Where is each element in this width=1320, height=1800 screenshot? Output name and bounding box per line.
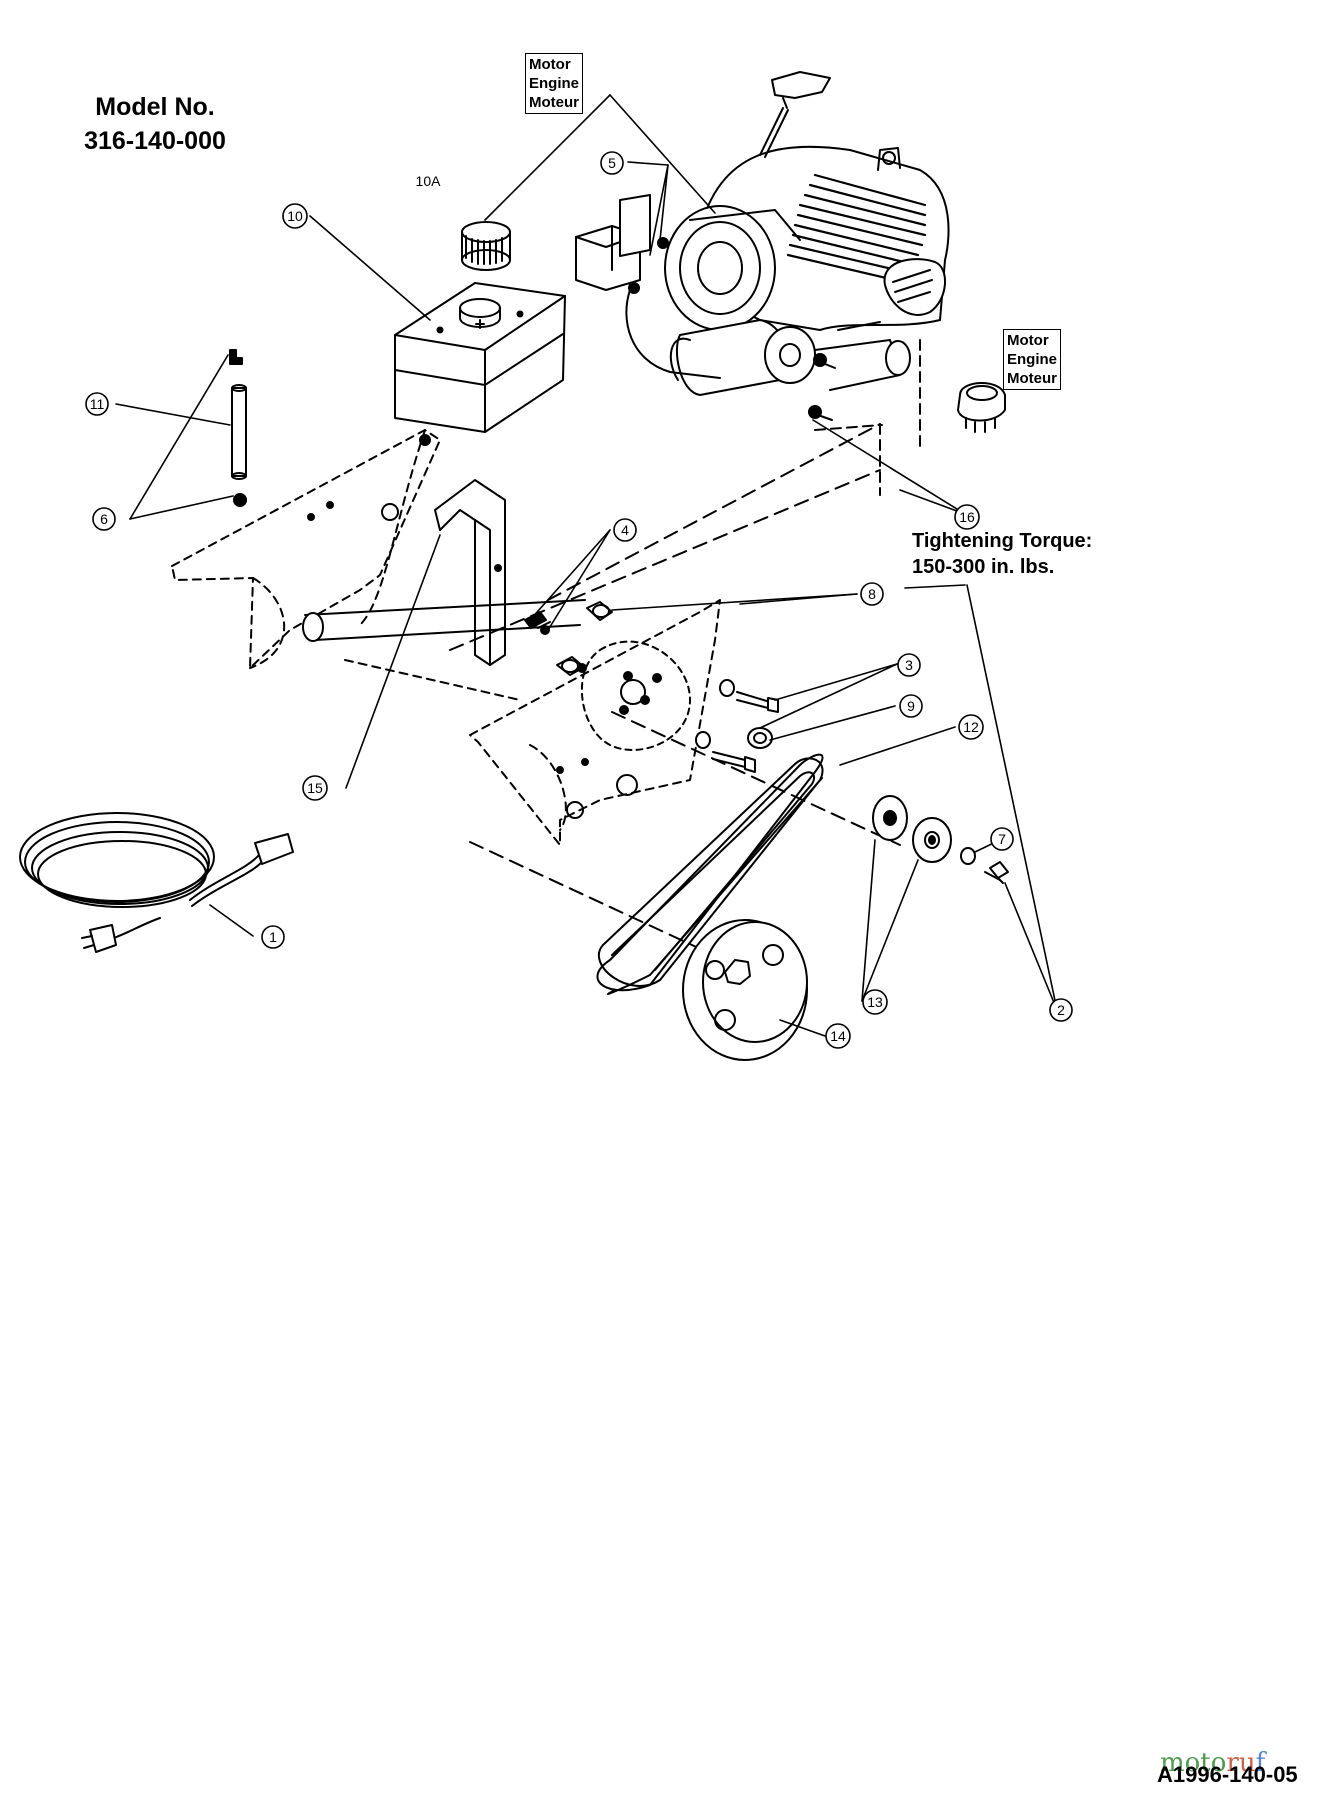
drive-pulley xyxy=(682,919,808,1061)
starter-switch xyxy=(957,382,1006,433)
fuel-tank xyxy=(394,282,566,433)
svg-text:10: 10 xyxy=(287,208,303,224)
callouts: 1 2 3 4 5 6 7 8 9 10 10A 11 12 13 14 15 … xyxy=(85,151,1073,1049)
callout-11: 11 xyxy=(85,392,109,416)
belt-axis-line xyxy=(469,841,736,966)
hex-nut xyxy=(747,727,773,749)
svg-text:9: 9 xyxy=(907,698,915,714)
svg-text:7: 7 xyxy=(998,831,1006,847)
svg-text:11: 11 xyxy=(90,396,105,412)
engine-assembly xyxy=(664,71,950,421)
callout-8: 8 xyxy=(860,582,884,606)
engine-label-right: Motor Engine Moteur xyxy=(1003,329,1062,390)
drive-belt xyxy=(596,753,824,996)
engine-label-right-line-2: Engine xyxy=(1007,351,1058,368)
callout-4: 4 xyxy=(613,518,637,542)
svg-text:6: 6 xyxy=(100,511,108,527)
svg-text:4: 4 xyxy=(621,522,629,538)
engine-mount-line xyxy=(547,423,881,601)
engine-label-right-line-1: Motor xyxy=(1007,332,1049,349)
svg-text:15: 15 xyxy=(307,780,323,796)
leader-lines xyxy=(115,94,1058,1037)
engine-mount-line xyxy=(814,424,883,431)
callout-7: 7 xyxy=(990,827,1014,851)
engine-label-top-line-3: Moteur xyxy=(529,94,579,111)
frame-rivet xyxy=(326,501,334,509)
torque-line-2: 150-300 in. lbs. xyxy=(912,556,1055,578)
watermark-logo: motoruf xyxy=(1160,1748,1265,1778)
spacer-sleeves xyxy=(556,601,613,676)
watermark-part-3: f xyxy=(1255,1748,1266,1778)
callout-10a: 10A xyxy=(416,173,442,189)
left-frame-plate xyxy=(171,429,441,669)
callout-12: 12 xyxy=(958,714,984,740)
callout-14: 14 xyxy=(825,1023,851,1049)
gas-cap xyxy=(461,221,511,271)
lock-washer-and-bolt xyxy=(960,847,1009,884)
pulley-axis-line xyxy=(611,711,901,846)
svg-text:3: 3 xyxy=(905,657,913,673)
engine-mount-line xyxy=(449,469,881,651)
torque-line-1: Tightening Torque: xyxy=(912,530,1093,552)
rod-assembly xyxy=(229,349,247,507)
engine-label-right-line-3: Moteur xyxy=(1007,370,1057,387)
callout-13: 13 xyxy=(862,989,888,1015)
model-label: Model No. xyxy=(95,93,215,121)
svg-text:5: 5 xyxy=(608,155,616,171)
right-mounting-plate xyxy=(469,599,721,846)
svg-text:13: 13 xyxy=(867,994,883,1010)
callout-9: 9 xyxy=(899,694,923,718)
engine-cooling-fins xyxy=(786,173,927,282)
bracket-bolts xyxy=(524,611,551,635)
svg-text:8: 8 xyxy=(868,586,876,602)
watermark-part-2: ru xyxy=(1226,1748,1256,1778)
engine-label-top: Motor Engine Moteur xyxy=(525,53,584,114)
callout-3: 3 xyxy=(897,653,921,677)
engine-label-top-line-2: Engine xyxy=(529,75,580,92)
model-number: 316-140-000 xyxy=(84,127,226,155)
svg-text:14: 14 xyxy=(830,1028,846,1044)
callout-1: 1 xyxy=(261,925,285,949)
frame-hole xyxy=(381,503,399,521)
support-bracket xyxy=(434,479,506,666)
starter-switch-bracket xyxy=(575,194,669,294)
callout-15: 15 xyxy=(302,775,328,801)
frame-rivet xyxy=(307,513,315,521)
svg-text:16: 16 xyxy=(959,509,975,525)
model-block: Model No. 316-140-000 xyxy=(80,90,230,158)
svg-text:2: 2 xyxy=(1057,1002,1065,1018)
torque-note: Tightening Torque: 150-300 in. lbs. xyxy=(912,528,1092,580)
pulley-washers xyxy=(872,795,952,863)
starter-wire xyxy=(625,289,721,379)
power-cord xyxy=(19,812,294,953)
callout-5: 5 xyxy=(600,151,624,175)
svg-text:1: 1 xyxy=(269,929,277,945)
frame-rivet xyxy=(419,434,431,446)
callout-6: 6 xyxy=(92,507,116,531)
svg-text:12: 12 xyxy=(963,719,979,735)
axle-tube xyxy=(302,599,586,701)
callout-2: 2 xyxy=(1049,998,1073,1022)
watermark-part-1: moto xyxy=(1160,1748,1227,1778)
engine-label-top-line-1: Motor xyxy=(529,56,571,73)
mounting-bolts xyxy=(695,679,779,773)
svg-text:10A: 10A xyxy=(416,173,442,189)
callout-10: 10 xyxy=(282,203,308,229)
callout-16: 16 xyxy=(954,504,980,530)
drawing-number: A1996-140-05 xyxy=(1157,1762,1298,1787)
